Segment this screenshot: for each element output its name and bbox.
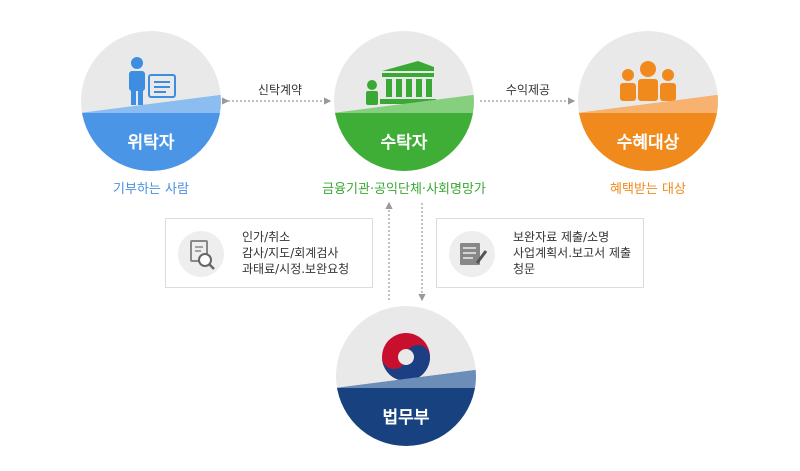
trustor-title: 위탁자 (127, 133, 175, 153)
trustor-node: 위탁자 (81, 31, 221, 171)
ministry-oversight-box: 인가/취소 감사/지도/회계검사 과태료/시정.보완요청 (165, 218, 373, 288)
ministry-band (336, 370, 476, 446)
trustor-subtitle: 기부하는 사람 (113, 182, 189, 197)
bank-building-icon (334, 53, 474, 115)
trustor-band (81, 95, 221, 171)
reporting-line-1: 보완자료 제출/소명 (513, 230, 610, 244)
ministry-title: 법무부 (382, 408, 430, 428)
document-edit-icon (449, 231, 495, 277)
reporting-line-3: 청문 (513, 262, 536, 276)
document-search-icon (178, 231, 224, 277)
oversight-line-1: 인가/취소 (242, 230, 291, 244)
trustee-subtitle: 금융기관·공익단체·사회명망가 (322, 182, 486, 197)
trustee-band (334, 95, 474, 171)
ministry-node: 법무부 (336, 306, 476, 446)
oversight-line-3: 과태료/시정.보완요청 (242, 262, 350, 276)
reporting-line-2: 사업계획서.보고서 제출 (513, 246, 632, 260)
profit-provision-label: 수익제공 (505, 83, 551, 97)
trustee-title: 수탁자 (380, 133, 428, 153)
beneficiary-node: 수혜대상 (578, 31, 718, 171)
trust-contract-label: 신탁계약 (257, 83, 303, 97)
beneficiary-band (578, 95, 718, 171)
oversight-line-2: 감사/지도/회계검사 (242, 246, 339, 260)
beneficiary-subtitle: 혜택받는 대상 (610, 182, 686, 197)
trustee-node: 수탁자 (334, 31, 474, 171)
trustee-reporting-box: 보완자료 제출/소명 사업계획서.보고서 제출 청문 (436, 218, 644, 288)
beneficiary-title: 수혜대상 (616, 133, 680, 153)
